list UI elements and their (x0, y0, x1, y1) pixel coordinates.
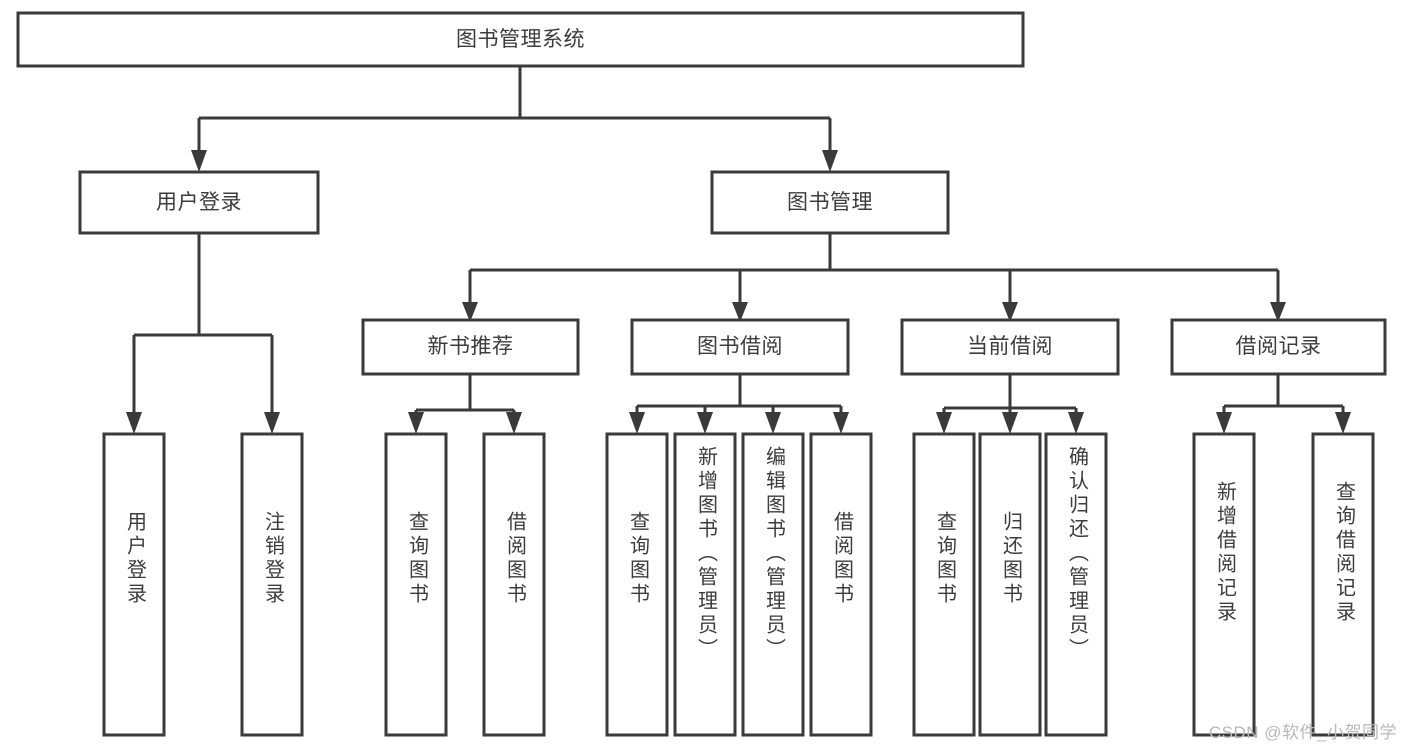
arrowhead-book-borrow (732, 302, 748, 322)
node-box-leaf-borrow-book-1[interactable] (482, 432, 546, 737)
arrowhead-current-borrow (1002, 302, 1018, 322)
arrowhead-leaf-1 (126, 412, 142, 434)
arrowhead-leaf-10 (1002, 412, 1018, 434)
arrowhead-leaf-11 (1068, 412, 1084, 434)
node-box-leaf-query-book-2[interactable] (605, 432, 669, 737)
node-box-leaf-user-login[interactable] (102, 432, 166, 737)
node-box-user-login[interactable] (78, 170, 320, 235)
connector-group-root (191, 66, 838, 172)
arrowhead-leaf-13 (1335, 412, 1351, 434)
connector-group-user-login (126, 233, 280, 434)
arrowhead-leaf-2 (264, 412, 280, 434)
connector-group-book-borrow (629, 374, 849, 434)
node-box-current-borrow[interactable] (900, 318, 1120, 376)
node-box-leaf-query-book-3[interactable] (912, 432, 976, 737)
node-box-leaf-return-book[interactable] (978, 432, 1042, 737)
node-box-leaf-add-book-admin[interactable] (673, 432, 737, 737)
node-box-leaf-confirm-return-admin[interactable] (1044, 432, 1108, 737)
arrowhead-leaf-12 (1216, 412, 1232, 434)
node-box-book-borrow[interactable] (630, 318, 850, 376)
arrowhead-leaf-9 (936, 412, 952, 434)
connector-group-book-mgmt (462, 233, 1286, 322)
node-box-leaf-add-borrow-record[interactable] (1192, 432, 1256, 737)
node-box-borrow-record[interactable] (1170, 318, 1387, 376)
arrowhead-leaf-5 (629, 412, 645, 434)
connector-group-new-book-rec (408, 374, 522, 434)
node-box-new-book-recommend[interactable] (361, 318, 580, 376)
arrowhead-new-book-rec (462, 302, 478, 322)
arrowhead-leaf-6 (697, 412, 713, 434)
arrowhead-leaf-3 (408, 412, 424, 434)
node-box-leaf-edit-book-admin[interactable] (741, 432, 805, 737)
node-box-book-management[interactable] (710, 170, 950, 235)
node-box-leaf-borrow-book-2[interactable] (809, 432, 873, 737)
arrowhead-leaf-7 (765, 412, 781, 434)
arrowhead-leaf-4 (506, 412, 522, 434)
arrowhead-book-mgmt (822, 150, 838, 172)
arrowhead-user-login (191, 150, 207, 172)
node-box-leaf-logout[interactable] (240, 432, 304, 737)
node-box-leaf-query-book-1[interactable] (384, 432, 448, 737)
arrowhead-borrow-record (1270, 302, 1286, 322)
node-box-leaf-query-borrow-record[interactable] (1311, 432, 1375, 737)
connector-group-borrow-record (1216, 374, 1351, 434)
node-box-root[interactable] (16, 11, 1025, 68)
arrowhead-leaf-8 (833, 412, 849, 434)
connector-group-current-borrow (936, 374, 1084, 434)
